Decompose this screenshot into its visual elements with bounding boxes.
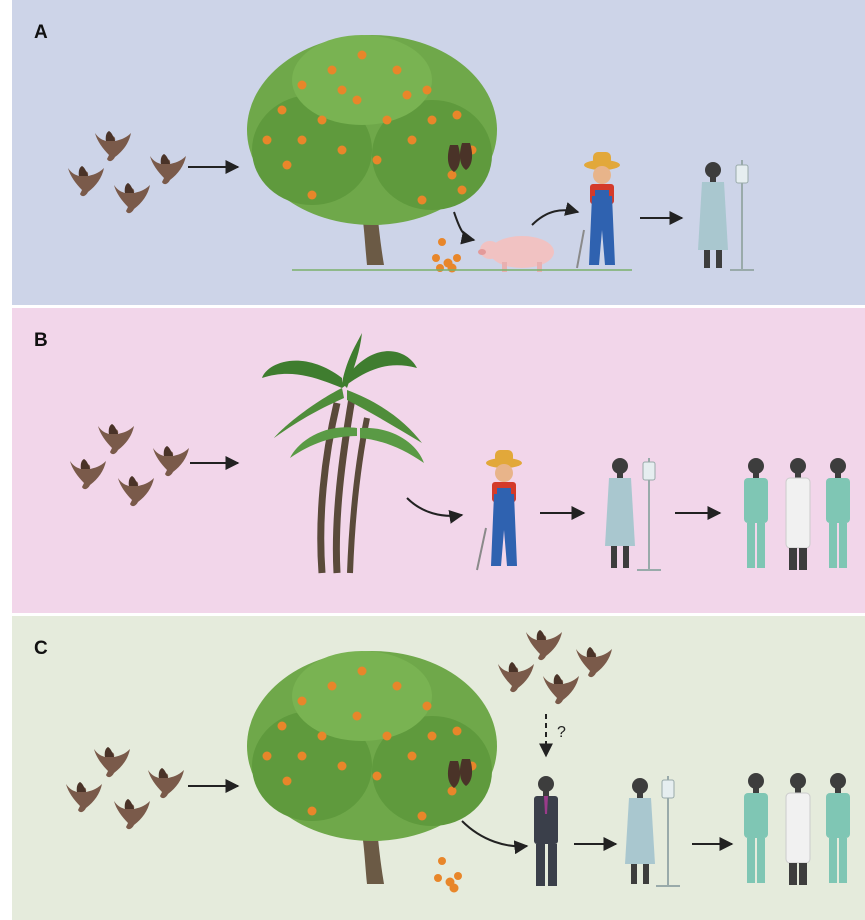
fruit-tree-icon <box>247 651 497 884</box>
bat-icon <box>114 183 150 213</box>
arrow-pig-to-farmer <box>532 210 578 225</box>
bat-group-b <box>70 424 189 506</box>
bat-icon <box>526 630 562 660</box>
healthcare-workers-icon <box>744 773 850 885</box>
bat-icon <box>98 424 134 454</box>
bat-icon <box>498 662 534 692</box>
bat-icon <box>66 782 102 812</box>
fallen-fruit-icon <box>434 857 462 893</box>
bat-icon <box>150 154 186 184</box>
patient-icon <box>625 776 680 886</box>
bat-icon <box>118 476 154 506</box>
farmer-icon <box>577 152 620 268</box>
bat-icon <box>95 131 131 161</box>
panel-b: B <box>12 308 865 613</box>
fallen-fruit-icon <box>432 238 461 273</box>
palm-tree-icon <box>262 333 424 573</box>
panel-a: A <box>12 0 865 305</box>
panel-b-illustration <box>12 308 865 613</box>
healthcare-workers-icon <box>744 458 850 570</box>
businessman-icon <box>534 776 558 886</box>
patient-icon <box>698 160 754 270</box>
bat-icon <box>94 747 130 777</box>
bat-icon <box>70 459 106 489</box>
bat-icon <box>576 647 612 677</box>
arrow-tree-to-pig <box>454 212 474 240</box>
farmer-icon <box>477 450 522 570</box>
arrow-palm-to-farmer <box>407 498 462 516</box>
bat-group-c-top <box>498 630 612 704</box>
bat-icon <box>153 446 189 476</box>
pig-icon <box>478 236 554 272</box>
question-mark: ? <box>557 724 566 742</box>
arrow-tree-to-person <box>462 821 527 846</box>
bat-group-a <box>68 131 186 213</box>
bat-icon <box>148 768 184 798</box>
panel-c-illustration <box>12 616 865 920</box>
patient-icon <box>605 458 661 570</box>
panel-c: C <box>12 616 865 920</box>
bat-group-c-left <box>66 747 184 829</box>
bat-icon <box>68 166 104 196</box>
bat-icon <box>543 674 579 704</box>
panel-a-illustration <box>12 0 865 305</box>
fruit-tree-icon <box>247 35 497 265</box>
bat-icon <box>114 799 150 829</box>
